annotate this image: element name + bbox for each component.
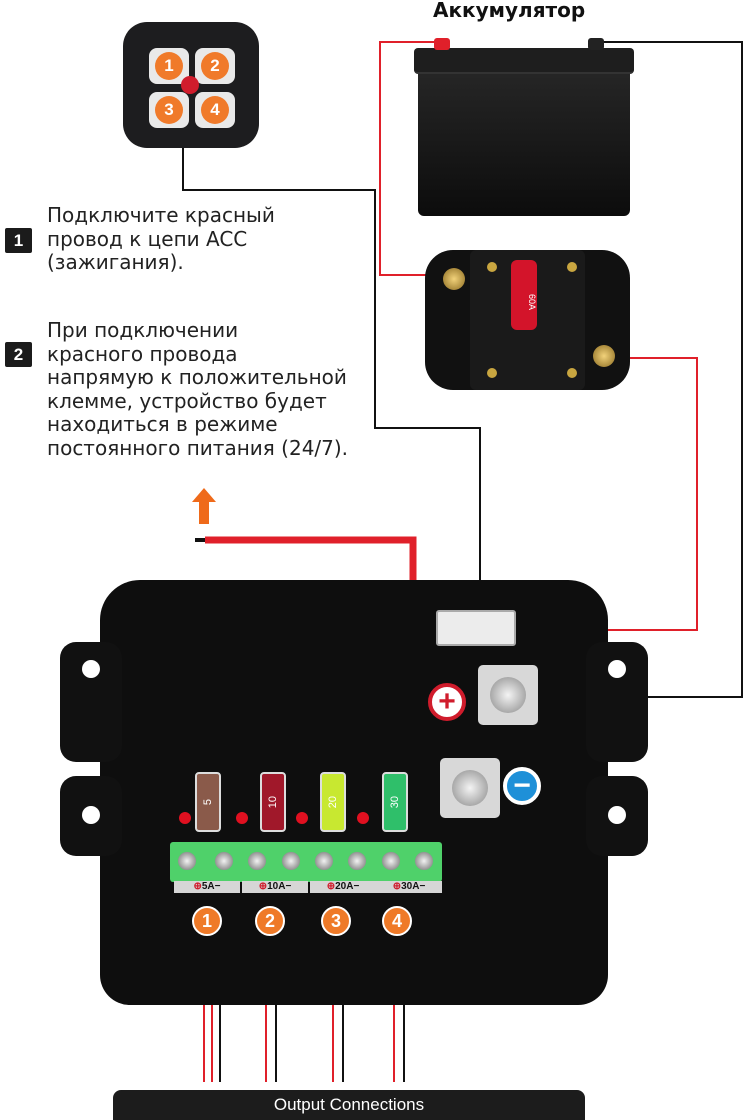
keypad-connector xyxy=(436,610,516,646)
battery xyxy=(414,38,634,216)
fuse-30a: 30 xyxy=(382,772,408,832)
led-indicator xyxy=(179,812,191,824)
terminal-block xyxy=(170,842,442,882)
terminal-label-2: ⊕10A− xyxy=(242,881,308,893)
negative-terminal-icon xyxy=(588,38,604,50)
output-number-3: 3 xyxy=(321,906,351,936)
keypad-cable xyxy=(182,148,481,612)
keypad-button-2[interactable]: 2 xyxy=(195,48,235,84)
step-badge-2: 2 xyxy=(5,342,32,367)
negative-icon: − xyxy=(503,767,541,805)
led-indicator xyxy=(296,812,308,824)
positive-bolt xyxy=(478,665,538,725)
breaker-rating: 60A xyxy=(511,260,537,330)
output-connections-label: Output Connections xyxy=(113,1090,585,1120)
led-indicator xyxy=(357,812,369,824)
fuse-5a: 5 xyxy=(195,772,221,832)
terminal-label-4: ⊕30A− xyxy=(376,881,442,893)
breaker-output-wire xyxy=(520,357,698,631)
battery-title: Аккумулятор xyxy=(433,0,586,22)
keypad-button-3[interactable]: 3 xyxy=(149,92,189,128)
negative-bolt xyxy=(440,758,500,818)
output-number-4: 4 xyxy=(382,906,412,936)
terminal-label-1: ⊕5A− xyxy=(174,881,240,893)
fuse-10a: 10 xyxy=(260,772,286,832)
power-button[interactable] xyxy=(181,76,199,94)
circuit-breaker: 60A xyxy=(425,250,630,390)
led-indicator xyxy=(236,812,248,824)
output-number-1: 1 xyxy=(192,906,222,936)
instruction-1: Подключите красный провод к цепи ACC (за… xyxy=(47,203,275,274)
output-number-2: 2 xyxy=(255,906,285,936)
keypad: 1 2 3 4 xyxy=(123,22,259,148)
fuse-20a: 20 xyxy=(320,772,346,832)
arrow-up-icon xyxy=(192,488,216,524)
positive-terminal-icon xyxy=(434,38,450,50)
keypad-button-4[interactable]: 4 xyxy=(195,92,235,128)
battery-positive-wire xyxy=(379,41,450,276)
positive-icon: + xyxy=(428,683,466,721)
instruction-2: При подключении красного провода напряму… xyxy=(47,318,349,460)
terminal-label-3: ⊕20A− xyxy=(310,881,376,893)
step-badge-1: 1 xyxy=(5,228,32,253)
